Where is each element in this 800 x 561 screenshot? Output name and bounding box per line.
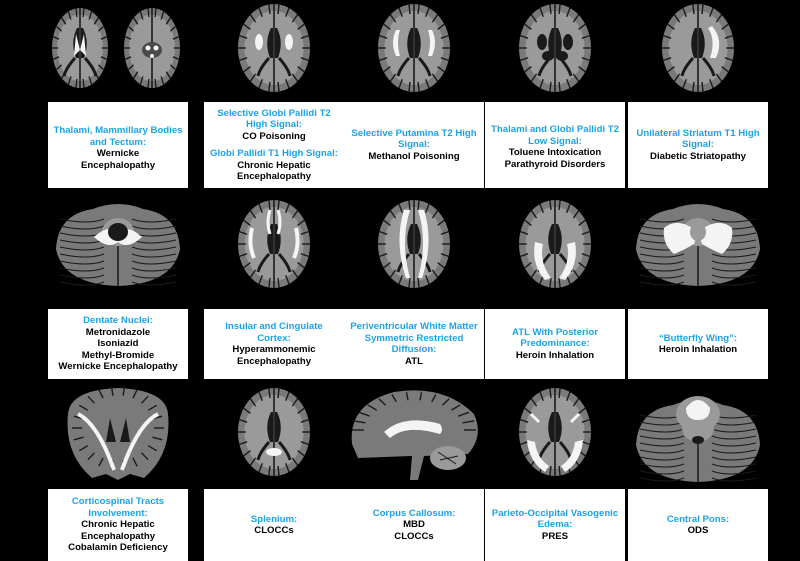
- axial-brain-atl-posterior-image: [485, 192, 625, 292]
- caption-card: Thalami, Mammillary Bodies and Tectum:We…: [48, 102, 188, 188]
- caption-line: Methanol Poisoning: [368, 150, 460, 162]
- figure-panel: Splenium:CLOCCs: [204, 384, 344, 561]
- caption-line: Encephalopathy: [80, 530, 156, 542]
- caption-line: Metronidazole: [85, 326, 151, 338]
- caption-line: Parathyroid Disorders: [504, 158, 606, 170]
- figure-panel: Selective Globi Pallidi T2 High Signal:C…: [204, 0, 344, 188]
- caption-heading: Central Pons:: [666, 513, 730, 525]
- caption-line: Heroin Inhalation: [515, 349, 595, 361]
- figure-panel: Thalami, Mammillary Bodies and Tectum:We…: [48, 0, 188, 188]
- caption-heading: Corpus Callosum:: [372, 507, 456, 519]
- caption-card: Parieto-Occipital Vasogenic Edema:PRES: [485, 489, 625, 561]
- caption-heading: ATL With Posterior Predominance:: [512, 326, 598, 350]
- caption-card: Central Pons:ODS: [628, 489, 768, 561]
- figure-panel: Thalami and Globi Pallidi T2 Low Signal:…: [485, 0, 625, 188]
- axial-cerebellum-dentate-image: [48, 192, 188, 292]
- caption-line: Heroin Inhalation: [658, 344, 738, 355]
- axial-brain-thalami-mammillary-image: [48, 0, 188, 100]
- caption-line: Methyl-Bromide: [81, 349, 155, 361]
- caption-heading: Dentate Nuclei:: [83, 315, 153, 327]
- caption-card: ATL With Posterior Predominance:Heroin I…: [485, 309, 625, 379]
- caption-card: Splenium:CLOCCs: [204, 489, 344, 561]
- figure-panel: Insular and Cingulate Cortex:Hyperammone…: [204, 192, 344, 379]
- caption-line: Toluene Intoxication: [508, 147, 602, 158]
- figure-panel: Selective Putamina T2 High Signal:Methan…: [344, 0, 484, 188]
- caption-line: Hyperammonemic: [232, 344, 316, 355]
- caption-line: CO Poisoning: [242, 130, 306, 142]
- figure-panel: Periventricular White Matter Symmetric R…: [344, 192, 484, 379]
- axial-brain-splenium-image: [204, 384, 344, 484]
- caption-card: Selective Globi Pallidi T2 High Signal:C…: [204, 102, 344, 188]
- axial-brain-periventricular-image: [344, 192, 484, 292]
- caption-line: Wernicke: [96, 148, 140, 159]
- caption-line: Chronic Hepatic: [81, 519, 155, 531]
- caption-heading: Unilateral Striatum T1 High Signal:: [636, 127, 760, 151]
- caption-heading: Splenium:: [250, 513, 298, 525]
- axial-brain-thalami-globi-low-image: [485, 0, 625, 100]
- caption-line: CLOCCs: [254, 525, 294, 536]
- axial-brain-putamina-image: [344, 0, 484, 100]
- figure-panel: Corticospinal Tracts Involvement:Chronic…: [48, 384, 188, 561]
- caption-heading: Insular and Cingulate Cortex:: [225, 321, 323, 344]
- caption-card: “Butterfly Wing”:Heroin Inhalation: [628, 309, 768, 379]
- caption-card: Corticospinal Tracts Involvement:Chronic…: [48, 489, 188, 561]
- caption-line: Isoniazid: [97, 338, 139, 350]
- sagittal-brain-corpus-callosum-image: [344, 384, 484, 484]
- coronal-brain-corticospinal-image: [48, 384, 188, 484]
- axial-pons-central-image: [628, 384, 768, 484]
- caption-line: Wernicke Encephalopathy: [58, 361, 178, 373]
- caption-heading: “Butterfly Wing”:: [658, 332, 738, 344]
- figure-panel: Parieto-Occipital Vasogenic Edema:PRES: [485, 384, 625, 561]
- caption-line: Cobalamin Deficiency: [68, 542, 168, 554]
- caption-line: Encephalopathy: [236, 171, 312, 182]
- axial-brain-globi-pallidi-image: [204, 0, 344, 100]
- axial-brain-insular-cingulate-image: [204, 192, 344, 292]
- caption-line: MBD: [403, 519, 425, 531]
- caption-card: Selective Putamina T2 High Signal:Methan…: [344, 102, 484, 188]
- caption-line: ODS: [687, 525, 709, 536]
- caption-heading: Thalami and Globi Pallidi T2 Low Signal:: [491, 124, 619, 147]
- figure-panel: Unilateral Striatum T1 High Signal:Diabe…: [628, 0, 768, 188]
- caption-card: Periventricular White Matter Symmetric R…: [344, 309, 484, 379]
- figure-panel: Central Pons:ODS: [628, 384, 768, 561]
- caption-heading: Globi Pallidi T1 High Signal:: [210, 148, 338, 159]
- axial-brain-unilateral-striatum-image: [628, 0, 768, 100]
- caption-line: Chronic Hepatic: [237, 159, 311, 171]
- caption-line: Diabetic Striatopathy: [650, 150, 746, 162]
- axial-brain-parieto-occipital-image: [485, 384, 625, 484]
- caption-heading: Corticospinal Tracts Involvement:: [71, 496, 165, 519]
- figure-panel: “Butterfly Wing”:Heroin Inhalation: [628, 192, 768, 379]
- figure-panel: ATL With Posterior Predominance:Heroin I…: [485, 192, 625, 379]
- caption-card: Insular and Cingulate Cortex:Hyperammone…: [204, 309, 344, 379]
- caption-line: Encephalopathy: [236, 355, 312, 367]
- caption-line: PRES: [541, 530, 569, 542]
- caption-card: Unilateral Striatum T1 High Signal:Diabe…: [628, 102, 768, 188]
- caption-heading: Thalami, Mammillary Bodies and Tectum:: [53, 125, 183, 148]
- axial-cerebellum-butterfly-image: [628, 192, 768, 292]
- caption-line: CLOCCs: [394, 530, 434, 542]
- caption-heading: Parieto-Occipital Vasogenic Edema:: [491, 507, 619, 531]
- caption-heading: Selective Globi Pallidi T2 High Signal:: [217, 107, 331, 131]
- caption-card: Thalami and Globi Pallidi T2 Low Signal:…: [485, 102, 625, 188]
- caption-line: ATL: [405, 355, 423, 367]
- caption-line: Encephalopathy: [80, 159, 156, 171]
- caption-heading: Selective Putamina T2 High Signal:: [351, 127, 477, 151]
- caption-heading: Periventricular White Matter Symmetric R…: [350, 321, 478, 355]
